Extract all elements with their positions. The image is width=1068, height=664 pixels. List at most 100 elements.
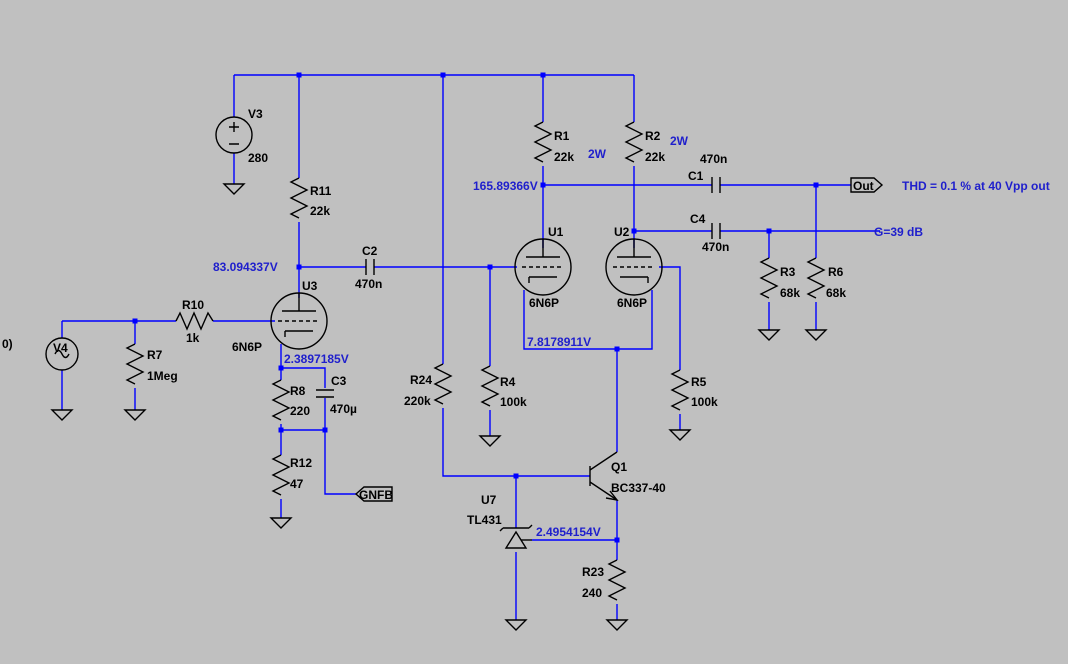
q1-ref: Q1: [611, 460, 627, 474]
r10-value: 1k: [186, 331, 200, 345]
r24-ref: R24: [410, 373, 432, 387]
r11-value: 22k: [310, 204, 330, 218]
ground-symbol: [757, 329, 781, 341]
u3-value: 6N6P: [232, 340, 262, 354]
triode-u3: [270, 292, 328, 350]
resistor-r2: [624, 121, 644, 163]
thd-note: THD = 0.1 % at 40 Vpp out: [902, 179, 1050, 193]
r5-value: 100k: [691, 395, 718, 409]
r6-value: 68k: [826, 286, 846, 300]
resistor-r6: [806, 257, 826, 299]
r2-power-note: 2W: [670, 134, 689, 148]
resistor-r12: [271, 454, 291, 496]
triode-u2: [605, 238, 663, 296]
junctions: [132, 72, 819, 543]
wires: [61, 74, 880, 620]
r4-ref: R4: [500, 375, 516, 389]
r2-value: 22k: [645, 150, 665, 164]
r4-value: 100k: [500, 395, 527, 409]
r7-ref: R7: [147, 348, 163, 362]
u3-cathode-voltage: 2.3897185V: [284, 352, 349, 366]
ground-symbol: [668, 429, 692, 441]
voltage-source-v3: [215, 116, 253, 154]
r3-value: 68k: [780, 286, 800, 300]
shunt-regulator-u7: [499, 524, 533, 549]
triode-u1: [514, 238, 572, 296]
u1-plate-voltage: 165.89366V: [473, 179, 538, 193]
voltage-source-v4: [45, 337, 79, 371]
r8-value: 220: [290, 404, 310, 418]
resistor-r1: [533, 121, 553, 163]
annotations: 2W 2W THD = 0.1 % at 40 Vpp out G=39 dB …: [2, 134, 1050, 351]
ground-symbol: [804, 329, 828, 341]
q1-value: BC337-40: [611, 481, 666, 495]
r12-value: 47: [290, 477, 304, 491]
r24-value: 220k: [404, 394, 431, 408]
capacitor-c2: [365, 259, 375, 275]
gnfb-port-label: GNFB: [359, 488, 393, 502]
resistor-r4: [480, 365, 500, 407]
resistor-r7: [125, 343, 145, 385]
r1-ref: R1: [554, 129, 570, 143]
node-voltages: 165.89366V 83.094337V 2.3897185V 7.81789…: [213, 179, 601, 539]
clipped-label: 0): [2, 337, 13, 351]
c4-value: 470n: [702, 240, 729, 254]
u7-value: TL431: [467, 513, 502, 527]
resistor-r10: [175, 311, 214, 331]
ground-symbol: [222, 183, 246, 195]
r1-value: 22k: [554, 150, 574, 164]
r12-ref: R12: [290, 456, 312, 470]
tail-voltage: 7.8178911V: [527, 335, 591, 349]
capacitor-c1: [711, 177, 721, 193]
c3-value: 470µ: [330, 402, 357, 416]
c3-ref: C3: [331, 374, 347, 388]
r1-power-note: 2W: [588, 147, 607, 161]
c4-ref: C4: [690, 212, 706, 226]
u2-ref: U2: [614, 225, 630, 239]
ground-symbol: [123, 409, 147, 421]
output-port-label: Out: [853, 179, 874, 193]
transistor-q1: [589, 451, 619, 502]
r5-ref: R5: [691, 375, 707, 389]
ground-symbol: [605, 619, 629, 631]
resistor-r11: [289, 177, 309, 219]
u2-value: 6N6P: [617, 296, 647, 310]
tl431-voltage: 2.4954154V: [536, 525, 601, 539]
u3-plate-voltage: 83.094337V: [213, 260, 278, 274]
r2-ref: R2: [645, 129, 661, 143]
ground-symbol: [478, 435, 502, 447]
ground-symbol: [50, 409, 74, 421]
output-port: Out: [850, 177, 884, 193]
resistor-r8: [271, 379, 291, 421]
v3-value: 280: [248, 151, 268, 165]
r10-ref: R10: [182, 298, 204, 312]
ground-symbol: [504, 619, 528, 631]
c2-value: 470n: [355, 277, 382, 291]
u7-ref: U7: [481, 493, 497, 507]
grounds: [50, 183, 828, 631]
r3-ref: R3: [780, 265, 796, 279]
resistor-r5: [670, 369, 690, 411]
labels: V3 280 V4 R11 22k R1 22k R2 22k R3 68k R…: [53, 107, 846, 600]
gnfb-port: GNFB: [354, 486, 393, 502]
u3-ref: U3: [302, 279, 318, 293]
c1-ref: C1: [688, 169, 704, 183]
v3-ref: V3: [248, 107, 263, 121]
gain-note: G=39 dB: [874, 225, 923, 239]
r23-ref: R23: [582, 565, 604, 579]
r6-ref: R6: [828, 265, 844, 279]
capacitor-c4: [711, 223, 721, 239]
resistor-r3: [759, 257, 779, 299]
resistor-r24: [433, 363, 453, 405]
capacitor-c3: [316, 389, 334, 398]
r23-value: 240: [582, 586, 602, 600]
resistor-r23: [607, 559, 627, 601]
u1-value: 6N6P: [529, 296, 559, 310]
r7-value: 1Meg: [147, 369, 178, 383]
u1-ref: U1: [548, 225, 564, 239]
v4-ref: V4: [53, 341, 68, 355]
ground-symbol: [269, 517, 293, 529]
c1-value: 470n: [700, 152, 727, 166]
c2-ref: C2: [362, 244, 378, 258]
